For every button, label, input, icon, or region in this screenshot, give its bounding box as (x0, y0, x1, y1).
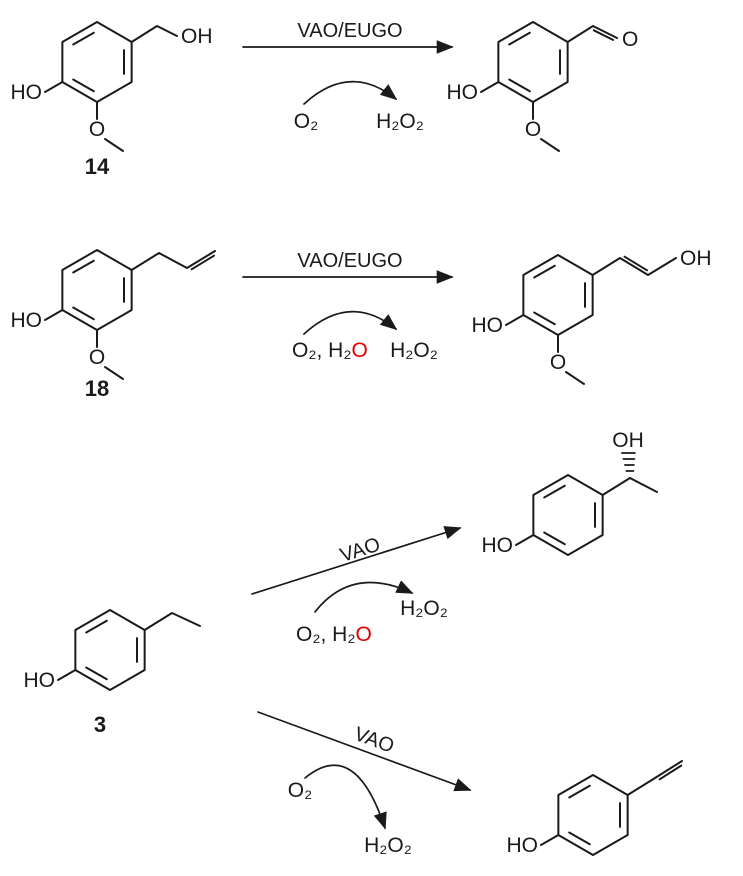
propenol-double-bond-inner (623, 255, 648, 272)
cosubstrate-black-part: O₂, H₂ (296, 623, 355, 646)
hydroxymethyl-oh-label: OH (181, 25, 213, 48)
methoxy-o-label: O (550, 351, 566, 374)
reaction-3-upper: VAO O₂, H₂O H₂O₂ (251, 526, 462, 646)
reaction-1: VAO/EUGO O₂ H₂O₂ (242, 20, 454, 133)
cofactor-arc-arrow (303, 80, 398, 105)
methyl-bond (629, 477, 658, 493)
allyl-double-bond-inner (190, 254, 215, 271)
cosubstrate-label: O₂ (294, 110, 319, 133)
phenol-ho-label: HO (447, 81, 479, 104)
vanillyl-alcohol-structure: HO O OH (11, 21, 213, 152)
scheme-1: HO O OH 14 VAO/EUGO O₂ H₂O₂ HO O O (11, 20, 639, 179)
compound-number-18: 18 (85, 376, 109, 401)
eugenol-structure: HO O (11, 249, 216, 380)
cosubstrate-black-part: O₂, H₂ (292, 339, 351, 362)
hashed-wedge-bond (621, 452, 636, 472)
benzylic-oh-label: OH (612, 429, 644, 452)
phenol-bond (44, 81, 64, 93)
phenol-ho-label: HO (482, 534, 514, 557)
enzyme-label: VAO/EUGO (297, 250, 402, 272)
methoxy-methyl-bond (104, 366, 124, 380)
allylic-oh-label: OH (680, 247, 712, 270)
cosubstrate-red-oxygen: O (355, 623, 371, 646)
phenol-ho-label: HO (472, 314, 504, 337)
methoxy-methyl-bond (565, 371, 585, 385)
vanillin-structure: HO O O (447, 21, 638, 152)
methoxy-o-label: O (89, 346, 105, 369)
phenol-ho-label: HO (11, 81, 43, 104)
benzene-ring (497, 21, 569, 103)
phenol-bond (57, 669, 77, 681)
cofactor-arc-arrow (314, 580, 414, 613)
byproduct-label: H₂O₂ (376, 110, 424, 133)
hydroxymethyl-bonds (130, 25, 178, 43)
benzene-ring (61, 249, 133, 331)
phenol-ho-label: HO (507, 834, 539, 857)
scheme-2: HO O 18 VAO/EUGO O₂, H₂O H₂O₂ HO O (11, 247, 712, 401)
vinylphenol-structure: HO (507, 760, 683, 857)
hydroxyphenyl-ethanol-structure: HO OH (482, 429, 658, 557)
phenol-bond (515, 534, 535, 546)
methoxy-o-label: O (89, 118, 105, 141)
byproduct-label: H₂O₂ (364, 834, 412, 857)
compound-number-3: 3 (94, 712, 106, 737)
phenol-bond (44, 309, 64, 321)
allyl-bonds (130, 250, 216, 271)
methoxy-methyl-bond (540, 138, 560, 152)
ethyl-bonds (143, 612, 201, 631)
cosubstrate-label: O₂ (288, 779, 313, 802)
cofactor-arc-arrow (303, 310, 398, 335)
methoxy-methyl-bond (104, 138, 124, 152)
phenol-ho-label: HO (11, 309, 43, 332)
aldehyde-double-bond-inner (592, 29, 614, 41)
cosubstrate-red-oxygen: O (351, 339, 367, 362)
reaction-arrow (257, 711, 472, 792)
enzyme-label: VAO/EUGO (297, 20, 402, 42)
benzene-ring (532, 474, 604, 556)
byproduct-label: H₂O₂ (400, 597, 448, 620)
compound-number-14: 14 (85, 154, 110, 179)
benzene-ring (522, 254, 594, 336)
enzyme-label: VAO (351, 723, 397, 758)
benzylic-bond (601, 477, 631, 496)
propenol-bonds (591, 257, 677, 276)
cosubstrate-label: O₂, H₂O (292, 339, 368, 362)
benzene-ring (557, 774, 629, 856)
benzene-ring (74, 609, 146, 691)
vinyl-bonds (626, 760, 683, 796)
reaction-arrow (251, 526, 462, 595)
aldehyde-bonds (566, 25, 618, 43)
ethylphenol-structure: HO (24, 609, 201, 692)
phenol-bond (540, 834, 560, 846)
scheme-3: HO 3 VAO O₂, H₂O H₂O₂ HO (24, 429, 683, 857)
reaction-2: VAO/EUGO O₂, H₂O H₂O₂ (242, 250, 454, 362)
phenol-ho-label: HO (24, 669, 56, 692)
aldehyde-o-label: O (622, 28, 638, 51)
reaction-3-lower: VAO O₂ H₂O₂ (257, 711, 472, 857)
cosubstrate-label: O₂, H₂O (296, 623, 372, 646)
enzyme-label: VAO (337, 534, 383, 567)
coniferyl-alcohol-structure: HO O OH (472, 247, 712, 385)
benzene-ring (61, 21, 133, 103)
vinyl-double-bond-inner (658, 764, 683, 781)
phenol-bond (480, 81, 500, 93)
cofactor-arc-arrow (304, 764, 387, 830)
methoxy-o-label: O (525, 118, 541, 141)
byproduct-label: H₂O₂ (390, 339, 438, 362)
phenol-bond (505, 314, 525, 326)
